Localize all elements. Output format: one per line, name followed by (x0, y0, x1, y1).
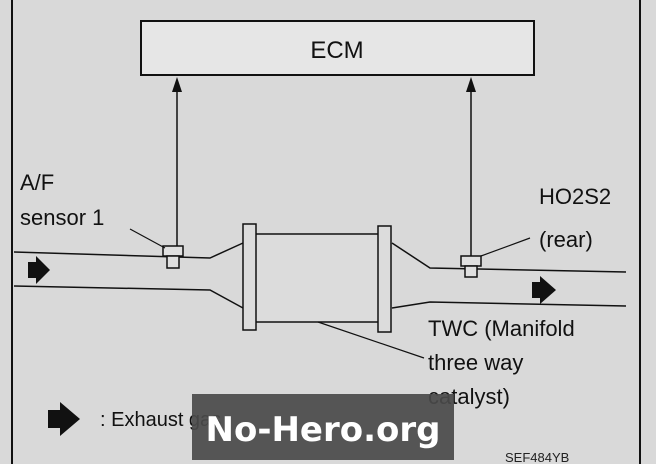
ho2s2-signal-line (466, 77, 476, 258)
twc-leader (317, 321, 425, 359)
twc-outlet-flange (377, 225, 392, 333)
ecm-box-outline (140, 20, 535, 76)
outlet-flow-arrow-icon (532, 276, 556, 304)
ho2s2-sensor-leader (480, 237, 531, 257)
exhaust-pipe (13, 242, 627, 309)
twc-label-line2: three way (428, 350, 523, 375)
ho2s2-signal-arrowhead (466, 77, 476, 92)
af-signal-arrowhead (172, 77, 182, 92)
watermark-background (192, 394, 454, 460)
outlet-pipe-top (391, 242, 627, 273)
af-sensor-leader (129, 228, 166, 249)
legend: : Exhaust gas (48, 402, 221, 436)
ecm-label: ECM (310, 37, 363, 64)
ho2s2-sensor (460, 237, 531, 278)
ho2s2-sensor-tip (464, 265, 478, 278)
twc-label-line1: TWC (Manifold (428, 316, 575, 341)
af-signal-line (172, 77, 182, 248)
af-sensor-label-line1: A/F (20, 170, 54, 195)
ho2s2-sensor-body (460, 255, 482, 267)
af-sensor-label-line2: sensor 1 (20, 205, 104, 230)
legend-exhaust-arrow-icon (48, 402, 80, 436)
af-sensor-1 (129, 228, 184, 269)
watermark: No-Hero.org (192, 394, 454, 460)
figure-code: SEF484YB (505, 450, 569, 464)
legend-label: : Exhaust gas (100, 409, 221, 431)
ecm-box: ECM (140, 20, 535, 76)
watermark-text: No-Hero.org (206, 410, 441, 450)
ho2s2-label-line2: (rear) (539, 227, 593, 252)
inlet-flow-arrow-icon (28, 256, 50, 284)
twc-catalyst (242, 223, 392, 333)
af-sensor-body (162, 245, 184, 257)
twc-body (253, 233, 383, 323)
twc-inlet-flange (242, 223, 257, 331)
inlet-pipe-bottom (13, 285, 244, 309)
outlet-pipe-bottom (391, 301, 627, 309)
af-sensor-tip (166, 255, 180, 269)
ho2s2-label-line1: HO2S2 (539, 184, 611, 209)
inlet-pipe-top (13, 242, 244, 259)
